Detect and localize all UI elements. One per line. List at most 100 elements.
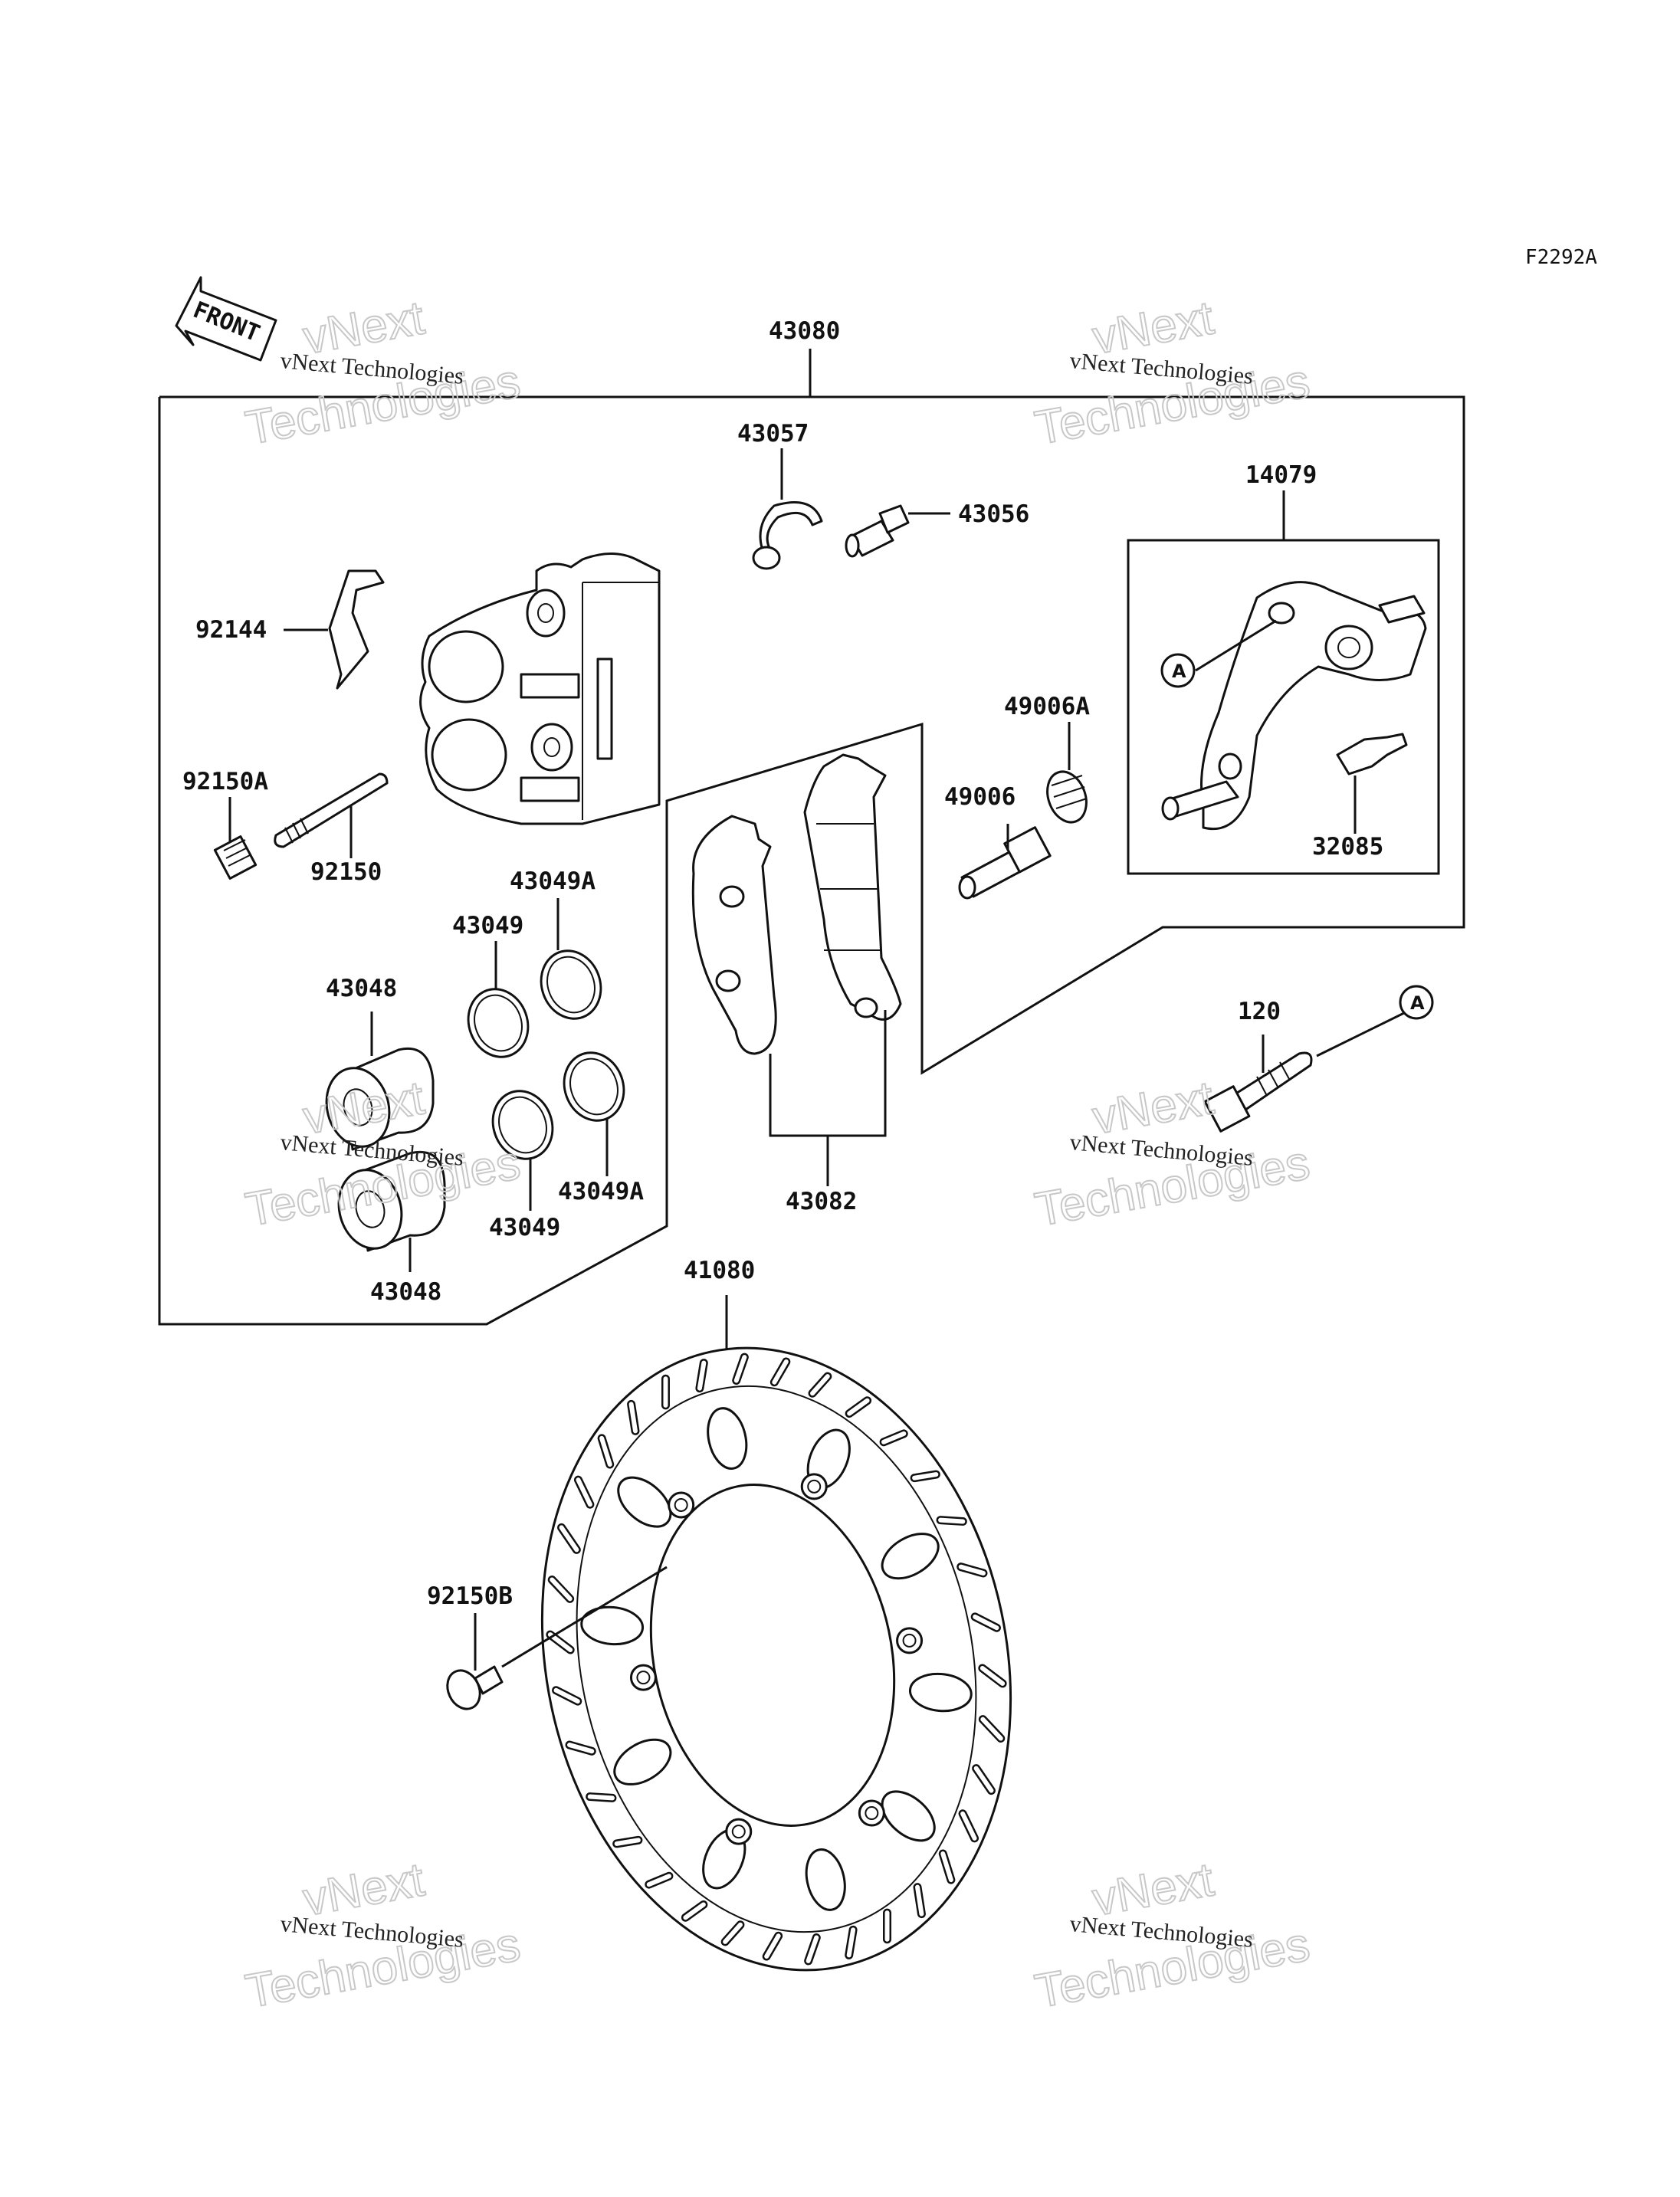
disc-bolt-hole-inner — [807, 1479, 822, 1494]
disc-slot — [938, 1517, 966, 1524]
label-92144: 92144 — [195, 616, 267, 644]
watermark-top-right: vNext Technologies vNext Technologies — [1030, 290, 1314, 455]
part-43049A-seal-top: 43049A — [510, 867, 602, 1020]
watermark-bottom-right: vNext Technologies vNext Technologies — [1030, 1852, 1314, 2018]
disc-slot — [723, 1922, 743, 1944]
reference-mark-A-bracket: A — [1160, 653, 1196, 688]
caliper-assembly-outline — [158, 349, 1465, 1326]
label-14079: 14079 — [1245, 461, 1317, 489]
part-43048-piston-bottom: 43048 — [337, 1150, 446, 1306]
disc-slot — [553, 1687, 580, 1704]
disc-slot — [772, 1359, 789, 1385]
part-14079-caliper-bracket: 14079 — [1161, 461, 1427, 831]
disc-slot — [567, 1743, 595, 1754]
label-32085: 32085 — [1312, 833, 1383, 861]
label-120: 120 — [1238, 998, 1281, 1025]
label-43049-top: 43049 — [452, 912, 523, 939]
part-43082-brake-pads: 43082 — [691, 753, 902, 1215]
disc-slot — [587, 1794, 615, 1801]
disc-slot — [628, 1402, 638, 1434]
label-43048-bottom: 43048 — [370, 1278, 441, 1306]
reference-mark-A-bolt: A — [1399, 985, 1434, 1020]
part-43048-piston-top: 43048 — [325, 975, 435, 1151]
disc-mount-holes — [629, 1473, 924, 1845]
watermark-bottom-left: vNext Technologies vNext Technologies — [241, 1852, 524, 2018]
disc-slot — [810, 1374, 830, 1396]
watermark-top-left: vNext Technologies vNext Technologies — [241, 290, 524, 455]
disc-slot — [973, 1614, 999, 1631]
disc-lightening-cutout — [613, 1738, 672, 1785]
label-43049A-top: 43049A — [510, 867, 596, 895]
disc-slot — [915, 1884, 924, 1917]
watermark-mid-right: vNext Technologies vNext Technologies — [1030, 1071, 1314, 1237]
reference-mark-A-text: A — [1172, 661, 1186, 682]
label-43082: 43082 — [786, 1188, 857, 1215]
disc-bolt-hole — [858, 1799, 885, 1827]
disc-slot — [683, 1902, 706, 1920]
disc-slot — [599, 1435, 612, 1467]
part-120-bolt: 120 — [1203, 998, 1411, 1133]
front-arrow-icon: FRONT — [175, 276, 277, 362]
part-43049A-seal-bottom: 43049A — [558, 1051, 644, 1205]
part-49006A-boot: 49006A — [1004, 693, 1090, 824]
disc-lightening-cutout — [908, 1672, 973, 1713]
disc-slot — [912, 1472, 939, 1481]
part-41080-brake-disc: 41080 — [540, 1257, 1012, 1972]
disc-slot — [764, 1933, 781, 1959]
reference-mark-A-text-2: A — [1410, 992, 1425, 1014]
disc-bolt-hole — [668, 1491, 695, 1519]
part-32085-pad-clip: 32085 — [1312, 733, 1408, 861]
disc-bolt-hole-inner — [636, 1671, 651, 1685]
label-43049A-bottom: 43049A — [558, 1178, 644, 1205]
disc-slot — [547, 1632, 573, 1653]
disc-slot — [733, 1355, 747, 1383]
disc-slot — [646, 1874, 671, 1887]
disc-slot — [980, 1717, 1003, 1741]
part-92144-pad-spring: 92144 — [195, 569, 385, 690]
disc-slot — [881, 1431, 907, 1444]
disc-slot — [614, 1838, 641, 1846]
disc-bolt-hole-inner — [674, 1497, 688, 1512]
disc-lightening-cutout — [707, 1407, 748, 1470]
disc-bolt-hole — [725, 1818, 753, 1845]
label-92150: 92150 — [310, 858, 382, 886]
disc-slot — [550, 1577, 573, 1602]
part-43049-seal-top: 43049 — [452, 912, 530, 1058]
disc-slot — [846, 1927, 856, 1958]
disc-bolt-hole-inner — [865, 1806, 879, 1821]
part-92150-pin: 92150 — [274, 772, 389, 886]
label-43080: 43080 — [769, 317, 840, 345]
disc-lightening-cutout — [881, 1790, 936, 1842]
disc-slot — [806, 1935, 819, 1963]
label-43048-top: 43048 — [326, 975, 397, 1002]
disc-lightening-cutout — [881, 1533, 940, 1580]
label-92150A: 92150A — [182, 768, 268, 795]
disc-bolt-hole — [800, 1473, 828, 1500]
disc-slot — [973, 1766, 994, 1793]
disc-bolt-hole-inner — [902, 1633, 917, 1648]
disc-slot — [960, 1811, 977, 1841]
part-92150B-disc-bolt: 92150B — [427, 1566, 668, 1710]
part-43049-seal-bottom: 43049 — [489, 1090, 560, 1241]
label-41080: 41080 — [684, 1257, 755, 1284]
label-92150B: 92150B — [427, 1582, 513, 1610]
label-49006A: 49006A — [1004, 693, 1090, 720]
disc-slot — [979, 1665, 1006, 1686]
part-43056-bleeder-valve: 43056 — [845, 500, 1029, 558]
disc-slot — [847, 1398, 870, 1416]
part-43057-bleeder-cap: 43057 — [737, 420, 823, 570]
diagram-code: F2292A — [1525, 246, 1597, 269]
disc-slot — [940, 1851, 953, 1883]
disc-bolt-hole — [629, 1664, 657, 1691]
label-43049-bottom: 43049 — [489, 1214, 560, 1241]
caliper-body — [419, 553, 661, 825]
bracket-sub-box — [1127, 490, 1440, 875]
disc-lightening-cutout — [617, 1476, 672, 1528]
label-49006: 49006 — [944, 783, 1016, 811]
disc-slot — [576, 1477, 592, 1507]
part-92150A-cap: 92150A — [182, 768, 268, 880]
part-49006-slide-pin: 49006 — [944, 783, 1052, 900]
disc-bolt-hole — [896, 1627, 924, 1654]
disc-lightening-cutout — [580, 1605, 645, 1646]
